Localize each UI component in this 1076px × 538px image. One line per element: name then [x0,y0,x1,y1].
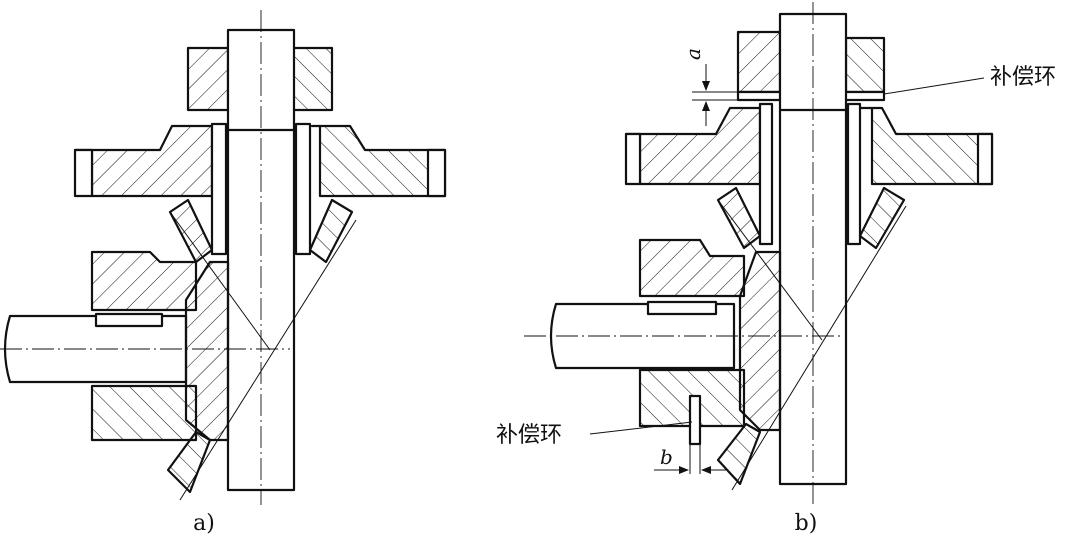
upper-bevel-gear-right-b [858,186,906,250]
dim-a-label: a [681,48,705,60]
flange-end-right-a [426,148,447,198]
dim-b-label: b [660,445,673,469]
flange-right-b [858,106,994,186]
top-bearing-block-left-b [736,30,782,94]
flange-end-right-b [976,132,994,186]
bushing-right-a [294,122,312,256]
figure-b: a b 补偿环 补偿环 b) [496,2,1056,536]
callout-top: 补偿环 [990,65,1056,90]
bushing-right-b [846,102,862,246]
caption-b: b) [795,511,818,536]
flange-right-a [310,124,447,198]
flange-end-left-b [624,132,642,186]
flange-left-b [624,106,762,186]
upper-bevel-gear-left-b [716,186,762,250]
pitch-cone-line-a2 [169,211,271,351]
figure-a: a) [0,10,447,536]
compensation-ring-bottom-b [688,394,702,446]
bushing-left-a [210,122,228,256]
horizontal-shaft-b [549,302,736,370]
lower-bevel-gear-tip-a [166,430,212,494]
flange-left-a [73,124,214,198]
key-a [94,312,164,328]
pitch-cone-line-b2 [717,199,823,341]
leader-bottom [589,421,693,435]
bushing-left-b [758,102,774,246]
leader-top [883,77,985,95]
lower-bevel-gear-a [184,260,230,442]
upper-bevel-gear-left-a [168,198,214,264]
lower-bevel-gear-tip-b [716,422,762,486]
upper-bevel-gear-right-a [308,198,354,264]
top-bearing-block-left-a [186,46,230,112]
flange-end-left-a [73,148,94,198]
pitch-cone-line-b1 [731,205,907,491]
callout-bottom: 补偿环 [496,423,562,448]
caption-a: a) [193,511,215,536]
key-b [646,300,718,316]
lower-housing-upper-b [638,238,746,298]
top-bearing-block-right-b [844,36,886,94]
lower-housing-lower-a [90,384,198,442]
lower-bevel-gear-b [738,250,782,432]
lower-housing-upper-a [90,250,198,312]
pitch-cone-line-a1 [179,219,357,501]
horizontal-shaft-a [3,314,188,384]
top-bearing-block-right-a [290,46,334,112]
